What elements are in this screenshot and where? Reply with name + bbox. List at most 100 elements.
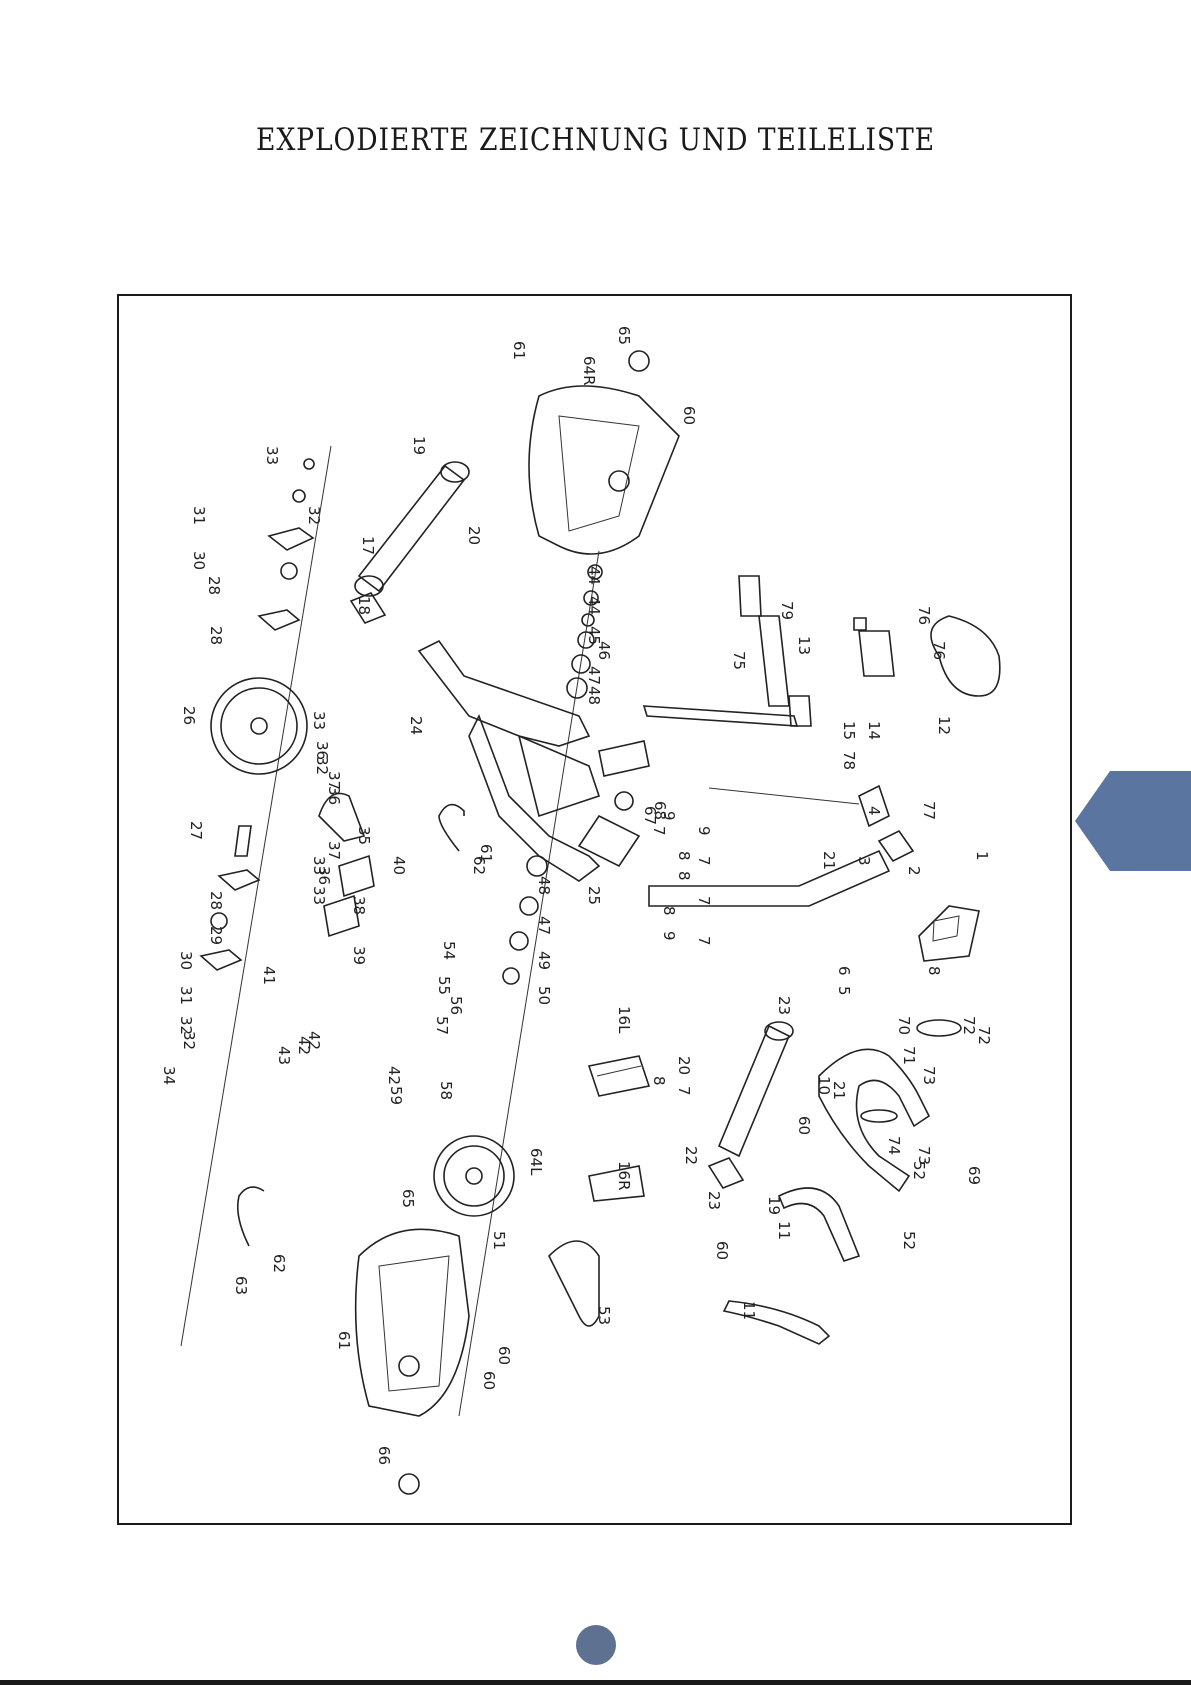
part-label: 29 <box>207 926 225 945</box>
flywheel-51 <box>433 1135 515 1217</box>
main-frame-24 <box>417 639 641 882</box>
part-label: 44 <box>585 566 603 585</box>
part-label: 24 <box>407 716 425 735</box>
part-label: 23 <box>775 996 793 1015</box>
part-label: 65 <box>399 1189 417 1208</box>
part-label: 11 <box>740 1301 758 1320</box>
part-label: 41 <box>260 966 278 985</box>
part-label: 63 <box>232 1276 250 1295</box>
part-label: 19 <box>410 436 428 455</box>
part-label: 57 <box>433 1016 451 1035</box>
handlebar-10 <box>818 1019 962 1193</box>
part-label: 62 <box>270 1254 288 1273</box>
grip-11-upper <box>777 1187 861 1262</box>
part-label: 32 <box>180 1031 198 1050</box>
part-label: 14 <box>865 721 883 740</box>
part-label: 6 <box>835 966 853 976</box>
part-label: 26 <box>180 706 198 725</box>
part-label: 20 <box>675 1056 693 1075</box>
bottom-rule <box>0 1680 1191 1685</box>
part-label: 76 <box>915 606 933 625</box>
arrow-tab-icon <box>1075 771 1191 871</box>
exploded-drawing: 12345677777888889991011111213141516L16R1… <box>160 326 1001 1495</box>
part-label: 33 <box>310 711 328 730</box>
part-label: 44 <box>585 596 603 615</box>
part-label: 61 <box>477 844 495 863</box>
page-dot-icon <box>576 1625 616 1665</box>
part-label: 9 <box>660 811 678 821</box>
part-label: 9 <box>695 826 713 836</box>
part-label: 77 <box>920 801 938 820</box>
control-module-67 <box>598 740 650 811</box>
part-label: 39 <box>350 946 368 965</box>
part-label: 17 <box>359 536 377 555</box>
part-label: 62 <box>470 856 488 875</box>
part-label: 55 <box>435 976 453 995</box>
part-label: 45 <box>585 626 603 645</box>
part-label: 58 <box>437 1081 455 1100</box>
part-label: 42 <box>385 1066 403 1085</box>
part-label: 8 <box>650 1076 668 1086</box>
part-label: 70 <box>895 1016 913 1035</box>
console-1 <box>918 905 980 962</box>
part-label: 35 <box>355 826 373 845</box>
part-label: 65 <box>615 326 633 345</box>
part-label: 37 <box>325 771 343 790</box>
part-label: 1 <box>973 851 991 861</box>
part-label: 60 <box>795 1116 813 1135</box>
part-label: 8 <box>660 906 678 916</box>
seat-tube-17 <box>349 461 470 624</box>
part-label: 30 <box>190 551 208 570</box>
part-label: 20 <box>465 526 483 545</box>
part-label: 66 <box>375 1446 393 1465</box>
part-label: 47 <box>585 666 603 685</box>
part-label: 48 <box>585 686 603 705</box>
part-label: 9 <box>660 931 678 941</box>
part-label: 37 <box>325 841 343 860</box>
part-label: 47 <box>535 916 553 935</box>
part-label: 28 <box>207 891 225 910</box>
part-label: 60 <box>713 1241 731 1260</box>
part-label: 42 <box>295 1036 313 1055</box>
part-label: 27 <box>187 821 205 840</box>
part-label: 19 <box>765 1196 783 1215</box>
part-label: 18 <box>355 596 373 615</box>
part-label: 60 <box>680 406 698 425</box>
part-label: 7 <box>695 856 713 866</box>
part-label: 54 <box>440 941 458 960</box>
part-label: 25 <box>585 886 603 905</box>
part-label: 53 <box>595 1306 613 1325</box>
part-label: 48 <box>535 876 553 895</box>
part-label: 32 <box>313 756 331 775</box>
seat-12 <box>853 615 1001 697</box>
part-label: 33 <box>263 446 281 465</box>
part-label: 61 <box>335 1331 353 1350</box>
part-label: 36 <box>315 866 333 885</box>
part-label: 49 <box>535 951 553 970</box>
part-label: 56 <box>447 996 465 1015</box>
part-labels: 12345677777888889991011111213141516L16R1… <box>160 326 993 1465</box>
part-label: 51 <box>490 1231 508 1250</box>
part-label: 4 <box>865 806 883 816</box>
handlebar-post-22 <box>707 1021 794 1189</box>
part-label: 75 <box>730 651 748 670</box>
part-label: 8 <box>675 851 693 861</box>
part-label: 36 <box>313 741 331 760</box>
part-label: 22 <box>682 1146 700 1165</box>
part-label: 15 <box>840 721 858 740</box>
magnet-bracket-34 <box>318 792 366 842</box>
part-label: 5 <box>835 986 853 996</box>
part-label: 2 <box>905 866 923 876</box>
part-label: 60 <box>480 1371 498 1390</box>
part-label: 7 <box>675 1086 693 1096</box>
part-label: 8 <box>925 966 943 976</box>
seat-slider-13 <box>642 575 812 727</box>
part-label: 32 <box>305 506 323 525</box>
part-label: 73 <box>915 1146 933 1165</box>
part-label: 13 <box>795 636 813 655</box>
cover-64R <box>354 1228 470 1495</box>
grip-11-lower <box>722 1300 831 1345</box>
front-tube-3 <box>648 829 915 907</box>
part-label: 10 <box>815 1076 833 1095</box>
